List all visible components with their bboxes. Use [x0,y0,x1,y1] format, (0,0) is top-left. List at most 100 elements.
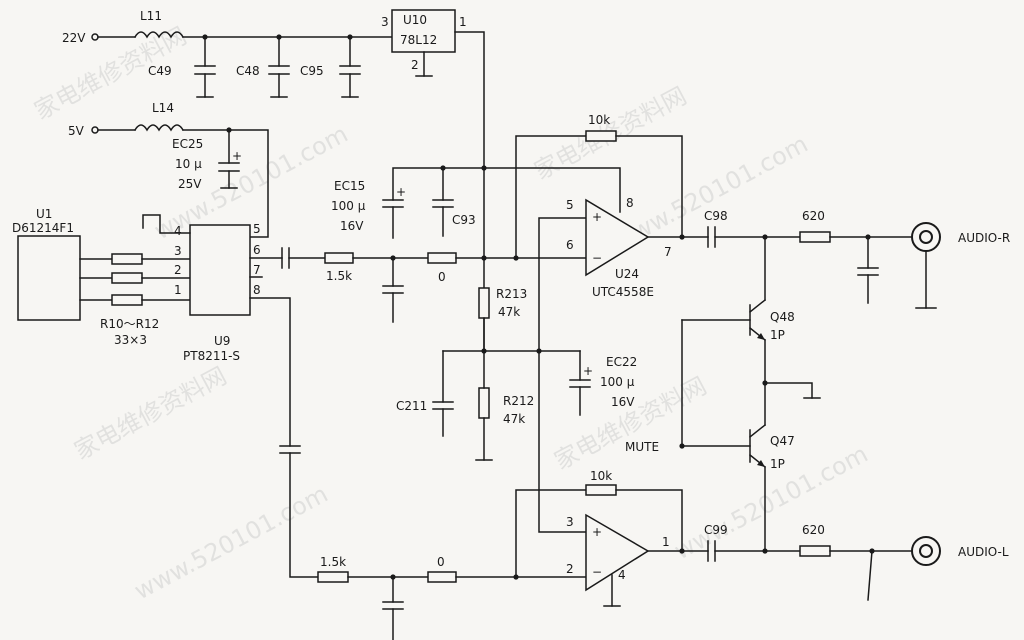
svg-text:16V: 16V [611,395,635,409]
svg-text:+: + [583,364,593,378]
svg-text:3: 3 [566,515,574,529]
chip-u1: U1 D61214F1 [12,207,81,321]
resistor-0-top [427,252,457,264]
svg-text:U1: U1 [36,207,52,221]
capacitor-ec15: + EC15 100 µ 16V [331,179,406,239]
label-audio-r: AUDIO-R [958,231,1010,245]
svg-text:5: 5 [253,222,261,236]
right-channel-output: C98 620 AUDIO-R [704,209,1010,309]
capacitor-c211: C211 [396,350,454,437]
watermark-cn: 家电维修资料网 [70,362,231,466]
resistor-620-bottom [799,545,831,557]
inductor-l11 [133,31,185,39]
svg-text:33×3: 33×3 [114,333,147,347]
svg-text:C93: C93 [452,213,476,227]
svg-text:C99: C99 [704,523,728,537]
label-audio-l: AUDIO-L [958,545,1009,559]
opamp-u24-bottom: + − 3 2 1 4 10k [566,469,709,607]
resistor-10k-bottom [585,484,617,496]
svg-text:7: 7 [253,263,261,277]
supply-5v-section: 5V L14 + EC25 10 µ 25V [68,101,269,238]
svg-text:C211: C211 [396,399,427,413]
svg-text:8: 8 [253,283,261,297]
terminal-5v [91,126,99,134]
resistor-array-r10-r12: R10～R12 33×3 [79,253,191,347]
label-22v: 22V [62,31,86,45]
resistor-1k5-top [324,252,354,264]
svg-text:1: 1 [459,15,467,29]
svg-text:U24: U24 [615,267,639,281]
svg-text:0: 0 [437,555,445,569]
svg-text:0: 0 [438,270,446,284]
resistor-r212 [478,387,490,419]
capacitor-ec25: + EC25 10 µ 25V [172,129,242,191]
opamp-u24-top: + − 5 6 8 7 U24 UTC4558E 10k [515,113,709,299]
label-l14: L14 [152,101,174,115]
regulator-u10: U10 78L12 3 1 2 [381,9,467,77]
svg-text:620: 620 [802,209,825,223]
svg-text:PT8211-S: PT8211-S [183,349,240,363]
svg-text:EC25: EC25 [172,137,203,151]
svg-text:+: + [232,149,242,163]
svg-text:8: 8 [626,196,634,210]
label-l11: L11 [140,9,162,23]
capacitor-filter-top [382,257,404,323]
svg-text:+: + [396,185,406,199]
svg-text:25V: 25V [178,177,202,191]
svg-text:Q47: Q47 [770,434,795,448]
svg-text:1: 1 [662,535,670,549]
svg-text:78L12: 78L12 [400,33,437,47]
svg-text:47k: 47k [498,305,520,319]
svg-text:1P: 1P [770,457,785,471]
svg-text:5: 5 [566,198,574,212]
svg-text:6: 6 [253,243,261,257]
svg-text:R10～R12: R10～R12 [100,317,159,331]
svg-text:47k: 47k [503,412,525,426]
capacitor-c49: C49 [148,36,216,98]
svg-text:2: 2 [566,562,574,576]
svg-text:C49: C49 [148,64,172,78]
resistor-620-top [799,231,831,243]
svg-text:EC22: EC22 [606,355,637,369]
inductor-l14 [133,124,185,132]
svg-text:1.5k: 1.5k [326,269,352,283]
mute-circuit: Q48 1P Q47 1P MUTE [625,236,821,554]
transistor-q47: Q47 1P [748,423,795,471]
svg-text:+: + [592,525,602,539]
label-5v: 5V [68,124,85,138]
svg-text:+: + [592,210,602,224]
svg-text:U9: U9 [214,334,230,348]
svg-text:2: 2 [174,263,182,277]
svg-text:100 µ: 100 µ [600,375,635,389]
resistor-r213 [478,287,490,319]
left-channel-input: 1.5k 0 [249,297,587,640]
label-mute: MUTE [625,440,659,454]
svg-text:2: 2 [411,58,419,72]
svg-text:4: 4 [174,224,182,238]
capacitor-c48: C48 [236,36,290,98]
left-channel-output: C99 620 AUDIO-L [704,523,1009,601]
svg-text:1.5k: 1.5k [320,555,346,569]
svg-text:10 µ: 10 µ [175,157,202,171]
svg-text:3: 3 [174,244,182,258]
svg-text:1P: 1P [770,328,785,342]
capacitor-c93: C93 [432,167,476,237]
svg-text:100 µ: 100 µ [331,199,366,213]
resistor-10k-top [585,130,617,142]
svg-text:1: 1 [174,283,182,297]
svg-text:10k: 10k [590,469,612,483]
jack-audio-r [911,222,941,252]
svg-text:C48: C48 [236,64,260,78]
bias-divider: R213 47k R212 47k C211 + EC22 100 µ 16V [396,217,637,533]
svg-text:EC15: EC15 [334,179,365,193]
svg-text:UTC4558E: UTC4558E [592,285,654,299]
svg-text:−: − [592,565,602,579]
capacitor-c95: C95 [300,36,361,98]
svg-text:16V: 16V [340,219,364,233]
chip-u9: U9 PT8211-S 4 3 2 1 5 6 7 8 [142,214,263,363]
svg-text:Q48: Q48 [770,310,795,324]
svg-text:4: 4 [618,568,626,582]
resistor-0-bottom [427,571,457,583]
